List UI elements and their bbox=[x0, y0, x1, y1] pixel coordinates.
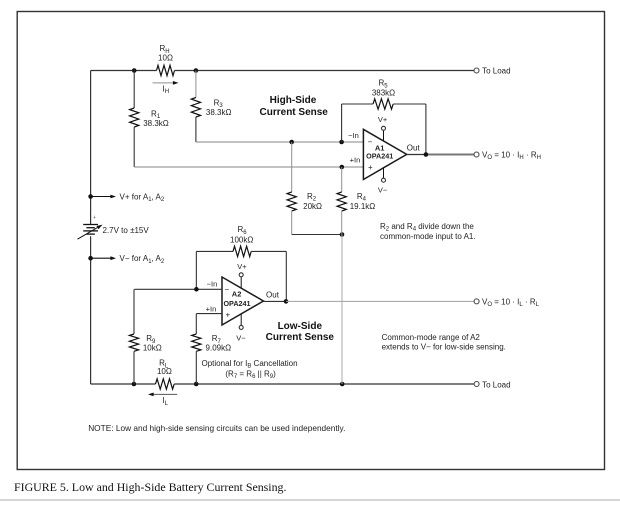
svg-text:Common-mode range of A2: Common-mode range of A2 bbox=[382, 333, 481, 342]
svg-text:−: − bbox=[224, 285, 229, 294]
svg-text:RL: RL bbox=[159, 359, 169, 370]
svg-text:V−: V− bbox=[378, 185, 388, 194]
svg-text:NOTE: Low and high-side sensin: NOTE: Low and high-side sensing circuits… bbox=[88, 423, 345, 433]
svg-text:To Load: To Load bbox=[482, 380, 510, 389]
svg-text:R3: R3 bbox=[214, 98, 224, 109]
svg-text:R9: R9 bbox=[146, 334, 156, 345]
svg-text:IL: IL bbox=[162, 396, 168, 407]
svg-text:V+ for A1, A2: V+ for A1, A2 bbox=[120, 192, 165, 203]
svg-text:38.3kΩ: 38.3kΩ bbox=[143, 119, 169, 128]
svg-text:+: + bbox=[225, 310, 230, 319]
svg-text:R7: R7 bbox=[212, 334, 222, 345]
svg-text:V−: V− bbox=[236, 333, 246, 342]
svg-text:(R7 = R6 || R9): (R7 = R6 || R9) bbox=[225, 369, 276, 380]
svg-text:RH: RH bbox=[159, 44, 169, 55]
svg-text:OPA241: OPA241 bbox=[223, 299, 250, 308]
svg-text:High-Side: High-Side bbox=[270, 95, 317, 106]
svg-text:+: + bbox=[368, 163, 373, 172]
svg-text:To Load: To Load bbox=[482, 66, 510, 75]
svg-text:Optional for IB Cancellation: Optional for IB Cancellation bbox=[202, 359, 298, 370]
svg-text:FIGURE 5. Low and High-Side Ba: FIGURE 5. Low and High-Side Battery Curr… bbox=[14, 480, 286, 494]
svg-text:VO = 10 · IH · RH: VO = 10 · IH · RH bbox=[482, 150, 541, 161]
svg-text:R6: R6 bbox=[237, 225, 247, 236]
svg-text:2.7V to ±15V: 2.7V to ±15V bbox=[103, 226, 150, 235]
svg-text:38.3kΩ: 38.3kΩ bbox=[206, 108, 232, 117]
svg-text:V− for A1, A2: V− for A1, A2 bbox=[120, 254, 165, 265]
svg-text:10Ω: 10Ω bbox=[158, 54, 173, 63]
svg-text:−In: −In bbox=[207, 279, 218, 288]
svg-text:R4: R4 bbox=[357, 192, 367, 203]
svg-text:Current Sense: Current Sense bbox=[260, 107, 329, 118]
svg-text:10kΩ: 10kΩ bbox=[143, 343, 162, 352]
svg-text:19.1kΩ: 19.1kΩ bbox=[350, 202, 376, 211]
svg-text:20kΩ: 20kΩ bbox=[303, 202, 322, 211]
svg-text:Out: Out bbox=[266, 290, 280, 299]
svg-text:common-mode input to A1.: common-mode input to A1. bbox=[380, 232, 476, 241]
svg-text:Current Sense: Current Sense bbox=[266, 332, 335, 343]
svg-text:9.09kΩ: 9.09kΩ bbox=[206, 343, 232, 352]
svg-text:R2: R2 bbox=[307, 192, 317, 203]
svg-text:R2 and R4 divide down the: R2 and R4 divide down the bbox=[380, 222, 474, 233]
svg-text:A1: A1 bbox=[375, 143, 385, 152]
svg-text:extends to V− for low-side sen: extends to V− for low-side sensing. bbox=[382, 342, 506, 351]
svg-text:R5: R5 bbox=[378, 79, 388, 90]
svg-text:383kΩ: 383kΩ bbox=[372, 89, 395, 98]
svg-text:V+: V+ bbox=[378, 115, 388, 124]
svg-text:OPA241: OPA241 bbox=[366, 152, 393, 161]
svg-text:+In: +In bbox=[206, 304, 217, 313]
svg-text:+In: +In bbox=[350, 155, 361, 164]
svg-text:V+: V+ bbox=[237, 262, 247, 271]
svg-text:VO = 10 · IL · RL: VO = 10 · IL · RL bbox=[482, 297, 540, 308]
svg-text:Low-Side: Low-Side bbox=[278, 321, 323, 332]
svg-text:A2: A2 bbox=[232, 290, 242, 299]
svg-text:−: − bbox=[368, 138, 373, 147]
svg-text:10Ω: 10Ω bbox=[157, 367, 172, 376]
svg-text:IH: IH bbox=[163, 84, 170, 95]
svg-text:−In: −In bbox=[348, 131, 359, 140]
svg-text:+: + bbox=[93, 215, 97, 222]
svg-text:100kΩ: 100kΩ bbox=[230, 236, 253, 245]
svg-text:R1: R1 bbox=[151, 109, 161, 120]
svg-text:Out: Out bbox=[407, 143, 421, 152]
